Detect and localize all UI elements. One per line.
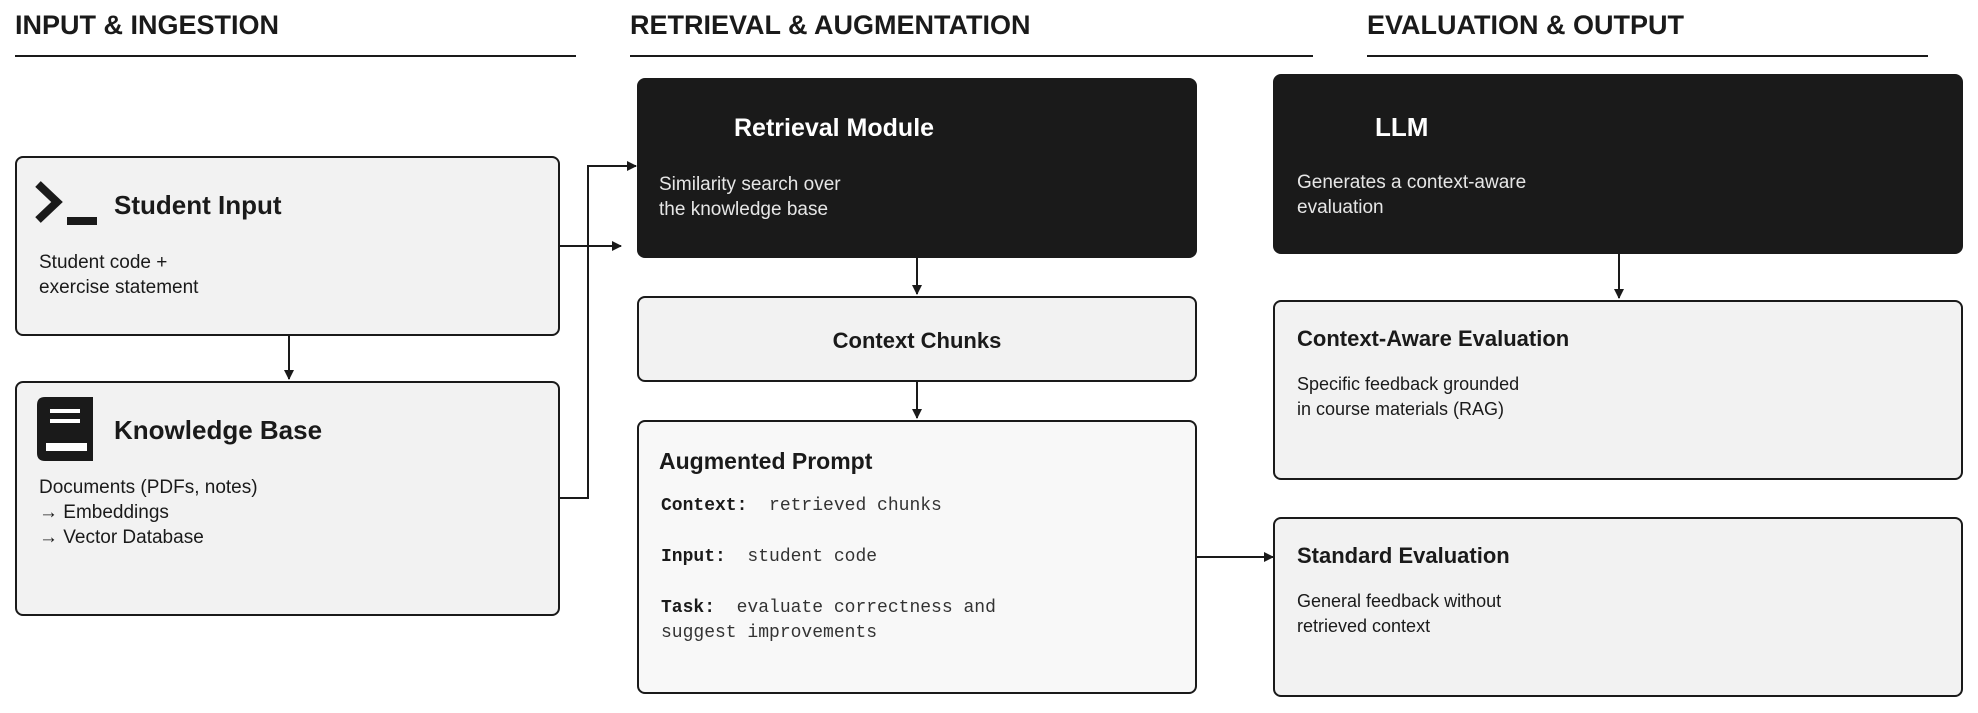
student-input-box: Student Input Student code + exercise st… (15, 156, 560, 336)
terminal-prompt-icon (35, 181, 97, 225)
student-input-title: Student Input (114, 190, 282, 220)
standard-evaluation-box: Standard Evaluation General feedback wit… (1273, 517, 1963, 697)
augmented-prompt-box: Augmented Prompt Context: retrieved chun… (637, 420, 1197, 694)
llm-box: LLM Generates a context-aware evaluation (1273, 74, 1963, 254)
section-title-ingestion: INPUT & INGESTION (15, 10, 280, 40)
context-aware-evaluation-box: Context-Aware Evaluation Specific feedba… (1273, 300, 1963, 480)
retrieval-module-title: Retrieval Module (734, 114, 935, 142)
book-icon (37, 397, 93, 461)
section-title-retrieval: RETRIEVAL & AUGMENTATION (630, 10, 1031, 40)
prompt-row-input: Input: student code (661, 547, 878, 567)
section-rule-evaluation (1367, 55, 1928, 57)
knowledge-base-title: Knowledge Base (114, 415, 323, 445)
prompt-row-context: Context: retrieved chunks (661, 496, 942, 516)
student-input-desc: Student code + exercise statement (39, 252, 199, 298)
standard-evaluation-desc: General feedback without retrieved conte… (1297, 591, 1502, 636)
section-rule-ingestion (15, 55, 576, 57)
llm-desc: Generates a context-aware evaluation (1297, 172, 1527, 218)
context-chunks-box: Context Chunks (637, 296, 1197, 382)
section-title-evaluation: EVALUATION & OUTPUT (1367, 10, 1684, 40)
context-chunks-title: Context Chunks (832, 328, 1002, 353)
arrow-knowledge-to-retrieval (560, 161, 637, 499)
standard-evaluation-title: Standard Evaluation (1297, 543, 1510, 568)
retrieval-module-box: Retrieval Module Similarity search over … (637, 78, 1197, 258)
context-aware-evaluation-desc: Specific feedback grounded in course mat… (1297, 374, 1520, 419)
augmented-prompt-title: Augmented Prompt (659, 448, 873, 474)
section-rule-retrieval (630, 55, 1313, 57)
llm-title: LLM (1375, 112, 1429, 142)
prompt-row-task: Task: evaluate correctness and suggest i… (661, 598, 996, 643)
retrieval-module-desc: Similarity search over the knowledge bas… (659, 174, 841, 220)
context-aware-evaluation-title: Context-Aware Evaluation (1297, 326, 1570, 351)
knowledge-base-desc: Documents (PDFs, notes) → Embeddings → V… (39, 477, 258, 548)
knowledge-base-box: Knowledge Base Documents (PDFs, notes) →… (15, 381, 560, 616)
